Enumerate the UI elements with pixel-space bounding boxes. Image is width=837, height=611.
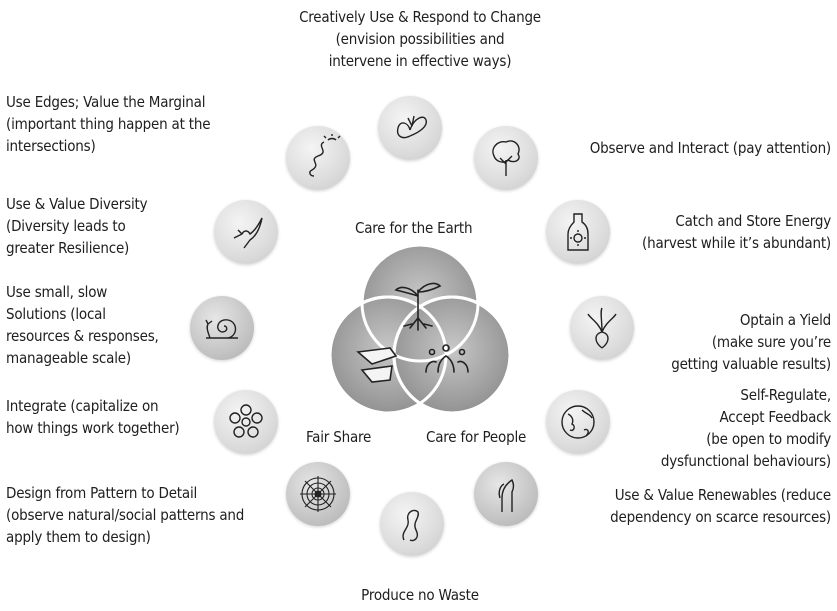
principle-no-waste: Produce no Waste — [361, 586, 479, 604]
ethic-fair-share: Fair Share — [306, 428, 372, 446]
sharing-hands-icon — [356, 347, 398, 383]
butterfly-icon — [378, 96, 442, 160]
beet-icon — [570, 296, 634, 360]
river-sun-icon — [286, 126, 350, 190]
principle-yield: Optain a Yield (make sure you’re getting… — [671, 311, 831, 373]
bottle-sun-icon — [546, 200, 610, 264]
spider-web-icon — [286, 462, 350, 526]
seedling-icon — [394, 282, 442, 331]
ethic-care-people: Care for People — [426, 428, 527, 446]
principle-pattern-detail: Design from Pattern to Detail (observe n… — [6, 484, 245, 546]
snail-icon — [190, 296, 254, 360]
principle-edges: Use Edges; Value the Marginal (important… — [6, 93, 211, 155]
hummingbird-icon — [214, 200, 278, 264]
ethic-care-earth: Care for the Earth — [355, 219, 473, 237]
principle-self-regulate: Self-Regulate, Accept Feedback (be open … — [660, 386, 831, 470]
principle-integrate: Integrate (capitalize on how things work… — [6, 397, 180, 437]
principle-change: Creatively Use & Respond to Change (envi… — [299, 8, 541, 70]
principle-energy: Catch and Store Energy (harvest while it… — [642, 212, 831, 252]
flower-circle-icon — [214, 390, 278, 454]
tree-icon — [474, 126, 538, 190]
horse-icon — [474, 462, 538, 526]
people-icon — [425, 344, 469, 373]
principle-observe: Observe and Interact (pay attention) — [589, 139, 831, 157]
principle-small-slow: Use small, slow Solutions (local resourc… — [6, 283, 159, 367]
principle-diversity: Use & Value Diversity (Diversity leads t… — [6, 195, 148, 257]
globe-icon — [546, 390, 610, 454]
principle-renewables: Use & Value Renewables (reduce dependenc… — [610, 486, 831, 526]
worm-icon — [380, 492, 444, 556]
